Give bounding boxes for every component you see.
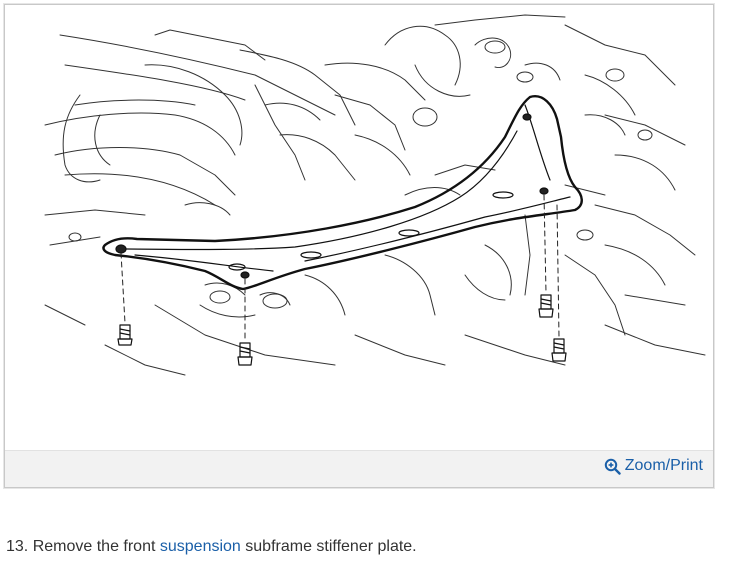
figure-frame: Zoom/Print — [4, 4, 714, 488]
stiffener-plate-outline — [102, 95, 583, 291]
step-text-after: subframe stiffener plate. — [240, 538, 417, 555]
chassis-background-lines — [44, 14, 706, 376]
step-text-before: Remove the front — [28, 538, 160, 555]
bolt-icon-4 — [551, 338, 567, 362]
bolt-icon-1 — [117, 324, 133, 346]
bolt-icon-2 — [237, 342, 253, 366]
subframe-stiffener-plate-diagram — [44, 14, 706, 376]
step-number: 13. — [6, 538, 29, 555]
figure-footer: Zoom/Print — [5, 450, 713, 487]
step-instruction: 13. Remove the front suspension subframe… — [6, 538, 417, 556]
bolt-icon-3 — [538, 294, 554, 318]
bolt-leader-lines — [120, 194, 560, 342]
stiffener-plate-inner-lines — [115, 104, 571, 279]
zoom-print-link[interactable]: Zoom/Print — [604, 457, 703, 475]
suspension-link[interactable]: suspension — [159, 538, 241, 555]
zoom-print-label: Zoom/Print — [624, 457, 703, 474]
zoom-in-icon — [604, 458, 621, 475]
